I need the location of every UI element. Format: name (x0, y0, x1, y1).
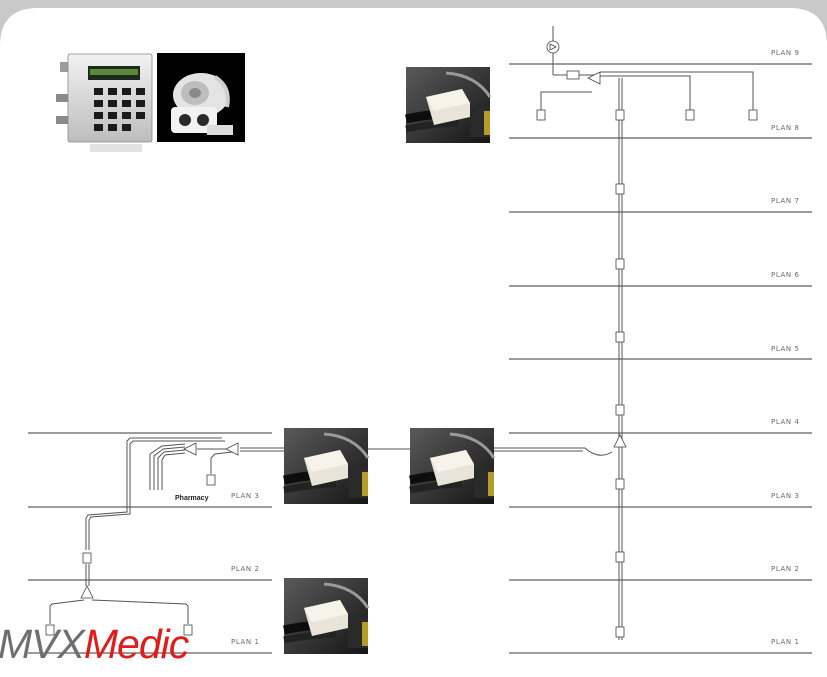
left-floor-label-2: PLAN 2 (231, 565, 260, 573)
right-floor-label-5: PLAN 5 (771, 345, 800, 353)
right-components (536, 40, 758, 638)
right-pipes (494, 26, 754, 640)
right-floor-label-2: PLAN 2 (771, 565, 800, 573)
right-floor-label-7: PLAN 7 (771, 197, 800, 205)
tube-station-photo-top (406, 67, 490, 143)
tube-station-photo-bottom (284, 578, 368, 654)
right-building (509, 63, 812, 654)
tube-station-photo-left (284, 428, 368, 504)
right-floor-label-3: PLAN 3 (771, 492, 800, 500)
keypad-controller-photo (54, 53, 154, 154)
left-labels: Pharmacy PLAN 3 PLAN 2 PLAN 1 (175, 492, 260, 646)
right-floor-label-1: PLAN 1 (771, 638, 800, 646)
right-floor-label-8: PLAN 8 (771, 124, 800, 132)
pharmacy-label: Pharmacy (175, 495, 209, 502)
left-floor-label-1: PLAN 1 (231, 638, 260, 646)
slide-panel (0, 8, 827, 677)
right-floor-label-9: PLAN 9 (771, 49, 800, 57)
left-pipes (49, 437, 410, 624)
brand-logo: MVXMedic (0, 621, 189, 667)
brand-logo-part2: Medic (83, 621, 189, 667)
left-building (28, 432, 272, 654)
right-floor-label-6: PLAN 6 (771, 271, 800, 279)
right-floor-labels: PLAN 9 PLAN 8 PLAN 7 PLAN 6 PLAN 5 PLAN … (771, 49, 800, 646)
left-floor-label-3: PLAN 3 (231, 492, 260, 500)
blower-photo (157, 53, 245, 142)
right-floor-label-4: PLAN 4 (771, 418, 800, 426)
tube-station-photo-middle (410, 428, 494, 504)
brand-logo-part1: MVX (0, 621, 85, 667)
